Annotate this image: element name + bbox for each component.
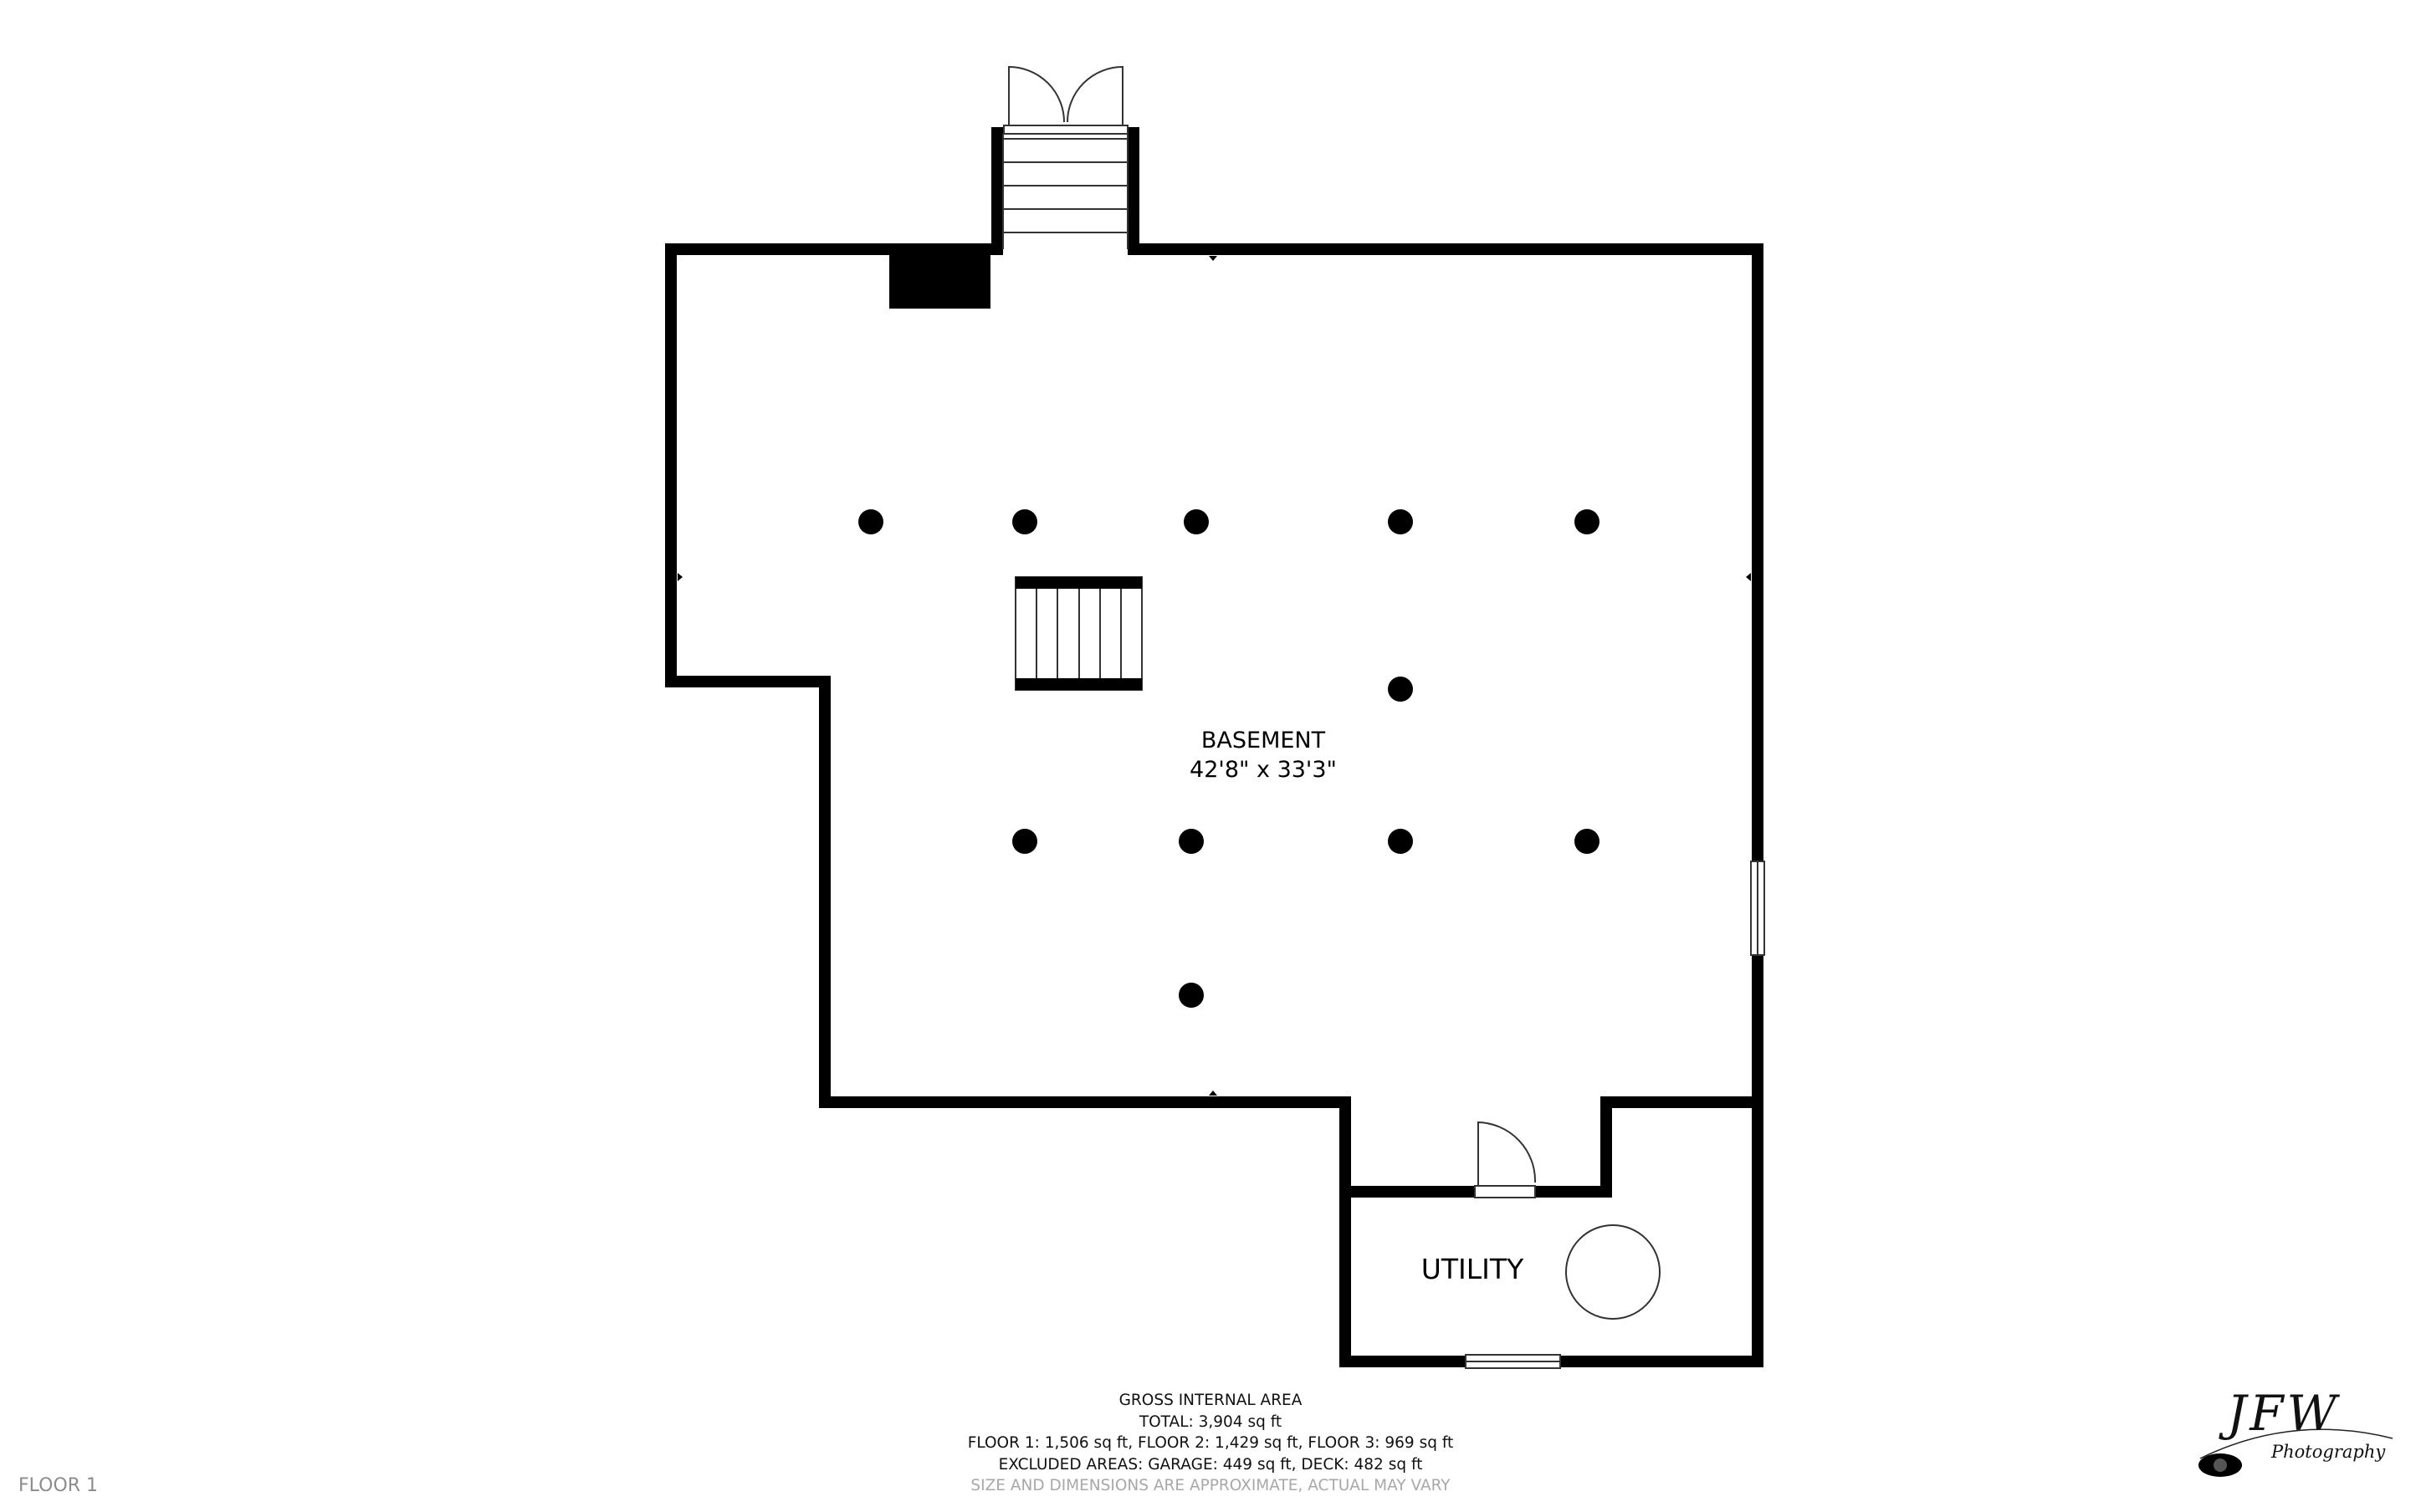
exterior-stairs (1002, 134, 1129, 251)
support-column (1179, 829, 1204, 854)
support-columns (858, 509, 1599, 1008)
window-right (1750, 861, 1765, 956)
support-column (1012, 509, 1037, 534)
support-column (1012, 829, 1037, 854)
area-floors: FLOOR 1: 1,506 sq ft, FLOOR 2: 1,429 sq … (967, 1434, 1454, 1452)
support-column (1184, 509, 1209, 534)
utility-wall (1339, 1102, 1763, 1367)
support-column (1574, 509, 1599, 534)
utility-door (1474, 1121, 1537, 1198)
support-column (1179, 983, 1204, 1008)
double-door (1003, 65, 1129, 135)
basement-label: BASEMENT 42'8" x 33'3" (1138, 726, 1389, 784)
area-total: TOTAL: 3,904 sq ft (1139, 1412, 1282, 1431)
support-column (1388, 509, 1413, 534)
floor-label: FLOOR 1 (18, 1475, 99, 1496)
support-column (1388, 829, 1413, 854)
area-summary: GROSS INTERNAL AREA TOTAL: 3,904 sq ft F… (876, 1390, 1545, 1497)
support-column (1574, 829, 1599, 854)
wall-markers (678, 256, 1751, 1096)
support-column (1388, 677, 1413, 702)
area-excluded: EXCLUDED AREAS: GARAGE: 449 sq ft, DECK:… (998, 1455, 1423, 1474)
basement-name: BASEMENT (1200, 728, 1326, 753)
chimney-block (889, 249, 990, 309)
logo-subtitle: Photography (2271, 1442, 2386, 1462)
basement-dimensions: 42'8" x 33'3" (1190, 757, 1337, 783)
area-heading: GROSS INTERNAL AREA (1118, 1392, 1303, 1409)
camera-lens-icon (2198, 1428, 2393, 1477)
utility-label: UTILITY (1420, 1253, 1524, 1285)
basement-wall (665, 127, 1763, 1198)
logo-mark: JFW (2227, 1385, 2341, 1442)
area-disclaimer: SIZE AND DIMENSIONS ARE APPROXIMATE, ACT… (970, 1477, 1451, 1494)
window-utility (1465, 1354, 1561, 1369)
water-heater-icon (1565, 1224, 1661, 1320)
interior-stairs (1015, 576, 1143, 691)
support-column (858, 509, 883, 534)
jfw-photography-logo: JFW Photography (2192, 1385, 2401, 1489)
